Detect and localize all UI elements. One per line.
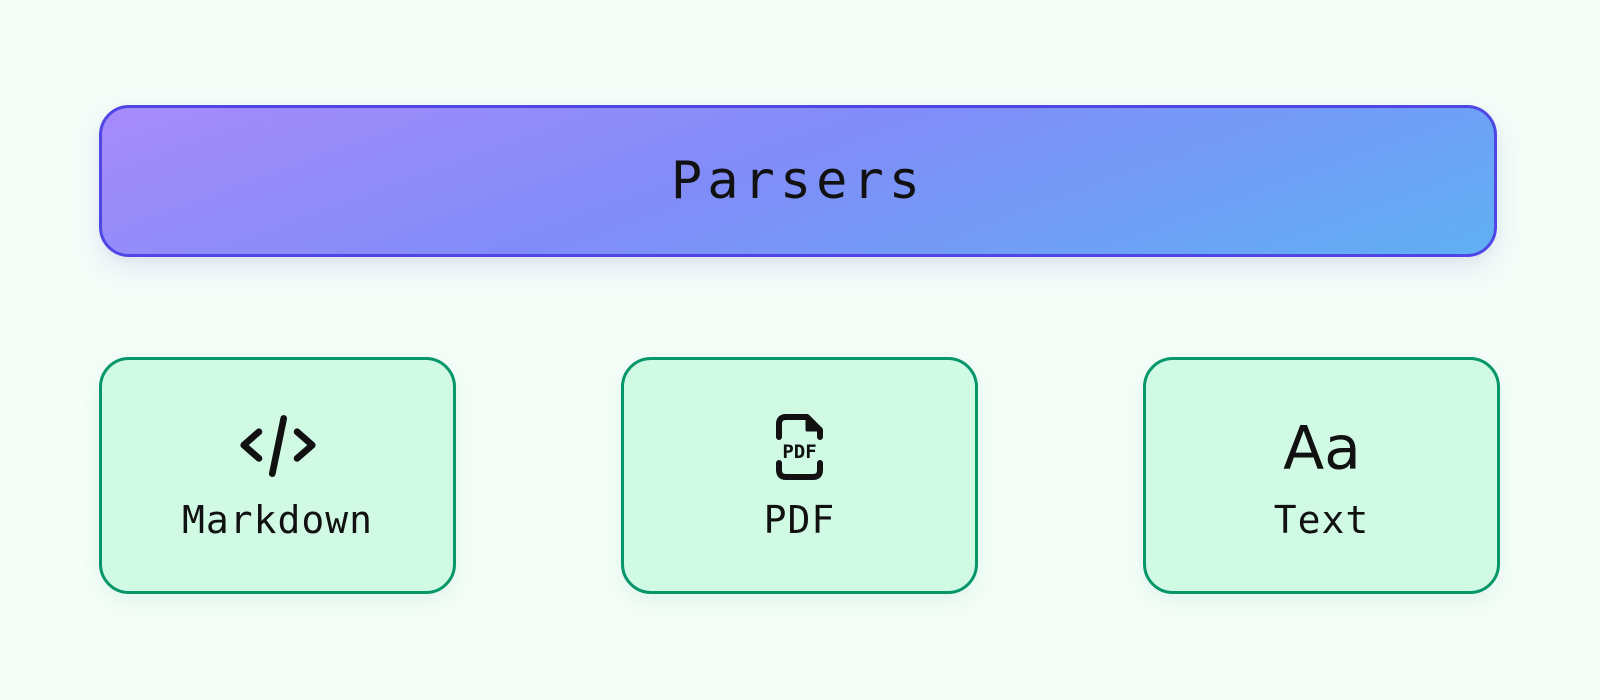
parsers-header-box: Parsers (99, 105, 1497, 257)
text-label: Text (1273, 498, 1370, 542)
pdf-label: PDF (763, 498, 836, 542)
pdf-file-icon: PDF (760, 412, 840, 482)
pdf-parser-card: PDF PDF (621, 357, 978, 594)
code-icon (238, 412, 318, 482)
pdf-icon-text: PDF (782, 441, 816, 463)
header-title: Parsers (670, 151, 926, 211)
markdown-parser-card: Markdown (99, 357, 456, 594)
text-icon-glyph: Aa (1283, 414, 1361, 481)
markdown-label: Markdown (181, 498, 374, 542)
text-parser-card: Aa Text (1143, 357, 1500, 594)
text-font-icon: Aa (1282, 412, 1362, 482)
